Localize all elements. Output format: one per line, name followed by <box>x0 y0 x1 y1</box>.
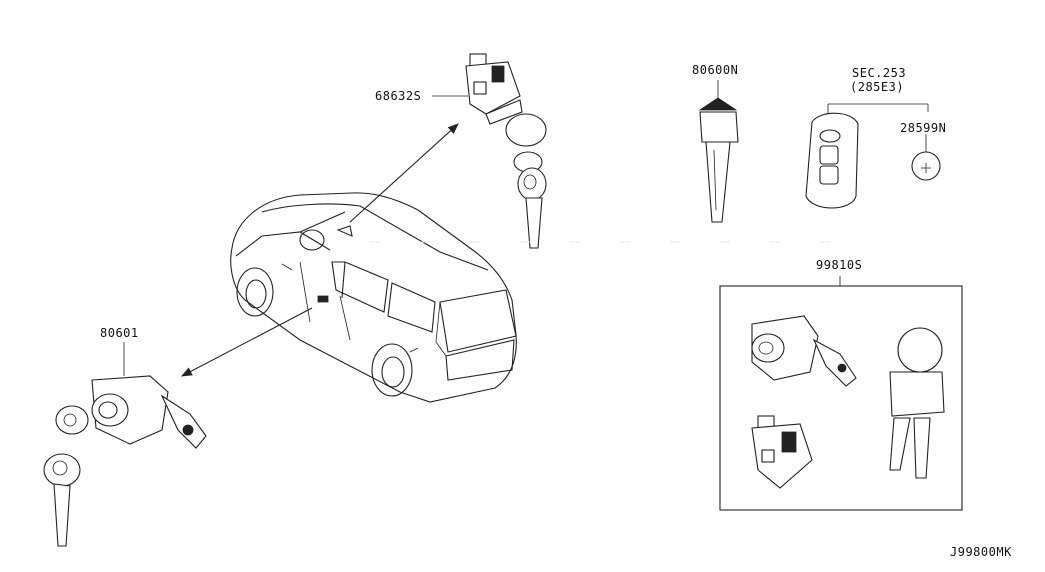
label-99810s: 99810S <box>816 258 863 272</box>
arrow-to-ignition <box>349 123 459 223</box>
label-80600n: 80600N <box>692 63 739 77</box>
arrow-to-door-lock <box>181 307 313 377</box>
label-80601: 80601 <box>100 326 139 340</box>
ignition-cylinder-part <box>432 53 547 249</box>
label-68632s: 68632S <box>375 89 422 103</box>
label-sec-253: SEC.253 <box>852 66 907 80</box>
door-lock-part <box>43 342 207 547</box>
lock-set-box <box>719 276 963 511</box>
key-blank-part <box>698 80 739 223</box>
intelligent-key-part <box>805 103 941 209</box>
label-28599n: 28599N <box>900 121 947 135</box>
vehicle-illustration <box>230 192 517 403</box>
label-diagram-code: J99800MK <box>950 545 1012 559</box>
label-285e3: (285E3) <box>850 80 905 94</box>
